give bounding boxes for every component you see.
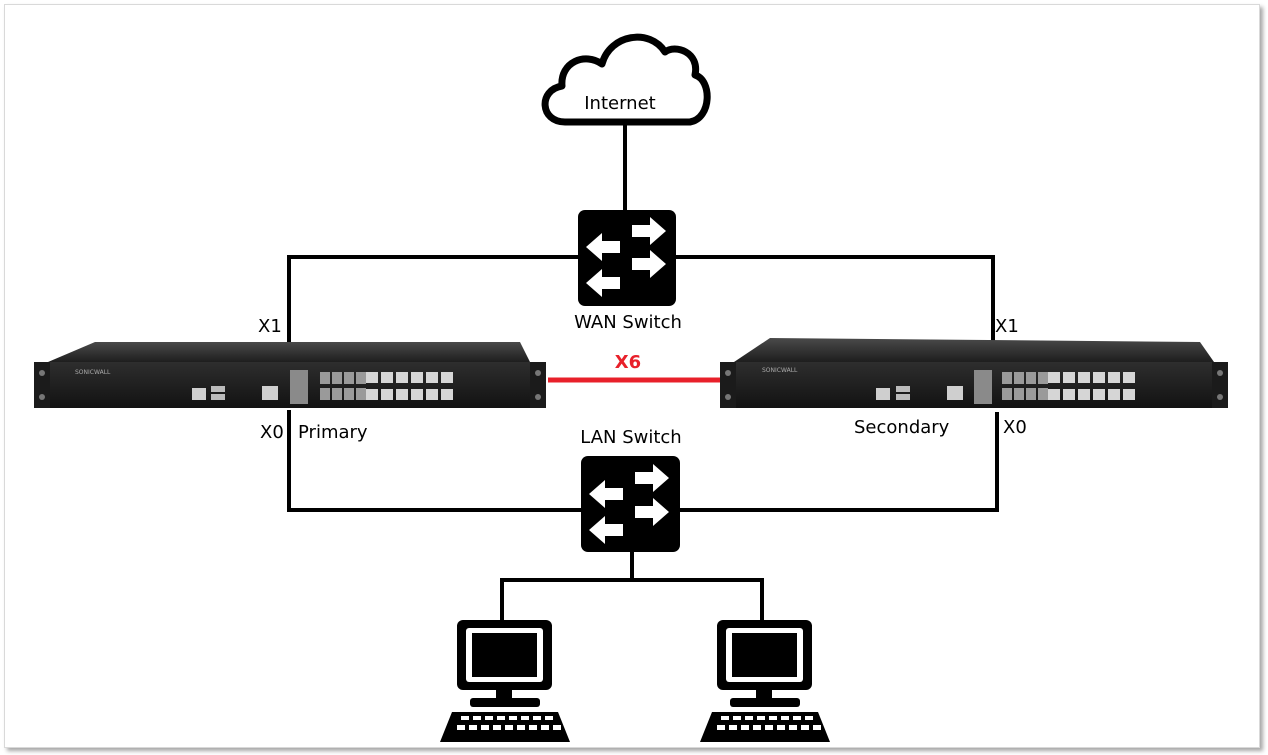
- ha-link-label: X6: [615, 352, 641, 373]
- primary-x1-label: X1: [258, 316, 282, 337]
- brand-logo: SONICWALL: [75, 369, 111, 376]
- computer-left: [440, 620, 570, 742]
- ethernet-ports: [1048, 372, 1135, 400]
- secondary-x1-label: X1: [995, 316, 1019, 337]
- computer-icon: [440, 620, 570, 742]
- wan-switch-label: WAN Switch: [574, 312, 682, 333]
- lan-to-computers-line: [500, 578, 764, 622]
- primary-firewall: X1 SONICWALL X0 Primary: [34, 316, 546, 443]
- internet-cloud: Internet: [541, 33, 711, 126]
- port-block: [1002, 372, 1048, 400]
- ethernet-ports: [366, 372, 453, 400]
- rack-ear-left: [34, 362, 50, 408]
- primary-label: Primary: [298, 422, 368, 443]
- cloud-icon: [541, 33, 711, 126]
- secondary-x0-label: X0: [1003, 417, 1027, 438]
- wan-to-secondary-line: [676, 255, 995, 345]
- internet-label: Internet: [584, 93, 655, 114]
- computer-icon: [700, 620, 830, 742]
- rack-ear-left: [720, 362, 736, 408]
- switch-arrows-icon: [589, 464, 669, 544]
- lan-to-primary-line: [287, 410, 581, 512]
- lan-to-secondary-line: [680, 412, 999, 512]
- secondary-label: Secondary: [854, 417, 950, 438]
- primary-x0-label: X0: [260, 422, 284, 443]
- rack-ear-right: [530, 362, 546, 408]
- wan-switch: WAN Switch: [574, 210, 682, 333]
- port-block: [320, 372, 366, 400]
- lan-switch-label: LAN Switch: [580, 427, 681, 448]
- lan-switch: LAN Switch: [580, 427, 682, 552]
- wan-to-primary-line: [287, 255, 578, 345]
- brand-logo: SONICWALL: [762, 367, 798, 374]
- rack-ear-right: [1212, 362, 1228, 408]
- computer-right: [700, 620, 830, 742]
- switch-arrows-icon: [586, 217, 666, 297]
- secondary-firewall: X1 SONICWALL Secondary X0: [720, 316, 1228, 438]
- connection-lines: [287, 122, 999, 622]
